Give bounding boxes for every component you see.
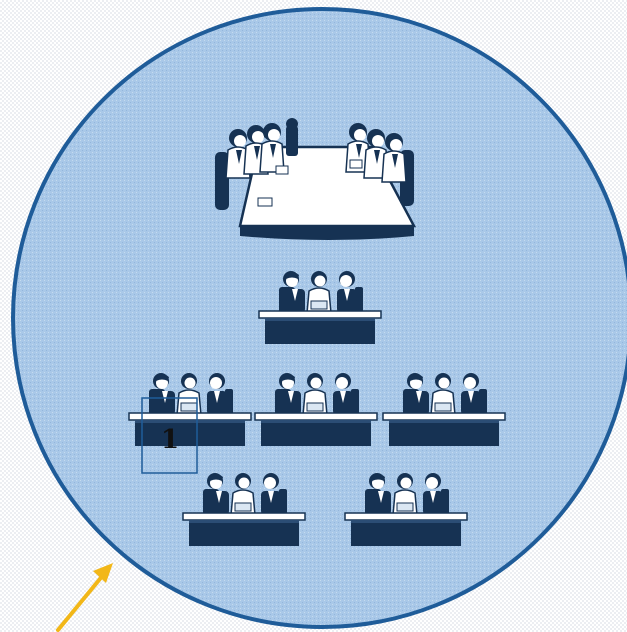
label-box: 1	[141, 397, 198, 474]
pointer-arrow	[56, 563, 113, 632]
label-box-number: 1	[161, 425, 179, 455]
boardroom-meeting-icon	[215, 118, 417, 240]
